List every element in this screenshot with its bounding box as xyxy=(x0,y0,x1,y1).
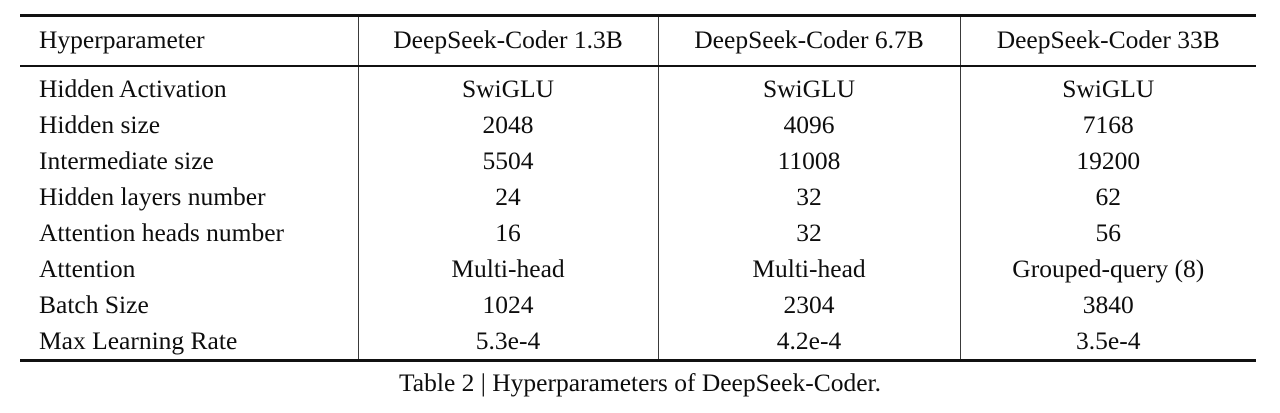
cell-attention-heads-number-1-3b: 16 xyxy=(357,215,658,251)
bottom-rule-cell xyxy=(960,359,1256,369)
table-bottom-rule xyxy=(20,359,1256,369)
cell-attention-heads-number-6-7b: 32 xyxy=(657,215,960,251)
table-header: Hyperparameter DeepSeek-Coder 1.3B DeepS… xyxy=(20,14,1256,66)
cell-hidden-activation-1-3b: SwiGLU xyxy=(357,64,658,107)
cell-max-learning-rate-33b: 3.5e-4 xyxy=(959,323,1256,361)
cell-max-learning-rate-1-3b: 5.3e-4 xyxy=(357,323,658,361)
cell-intermediate-size-1-3b: 5504 xyxy=(357,143,658,179)
row-label-max-learning-rate: Max Learning Rate xyxy=(39,326,238,356)
cell-batch-size-1-3b: 1024 xyxy=(357,287,658,323)
cell-hidden-size-33b: 7168 xyxy=(959,107,1256,143)
cell-max-learning-rate-6-7b: 4.2e-4 xyxy=(657,323,960,361)
row-label-hidden-layers-number: Hidden layers number xyxy=(39,182,266,212)
cell-hidden-layers-number-6-7b: 32 xyxy=(657,179,960,215)
table-row: Attention Multi-head Multi-head Grouped-… xyxy=(20,251,1256,287)
cell-attention-heads-number-33b: 56 xyxy=(959,215,1256,251)
row-label-batch-size: Batch Size xyxy=(39,290,149,320)
column-header-hyperparameter: Hyperparameter xyxy=(20,14,358,66)
row-label-intermediate-size: Intermediate size xyxy=(39,146,214,176)
table-row: Hidden size 2048 4096 7168 xyxy=(20,107,1256,143)
cell-batch-size-33b: 3840 xyxy=(959,287,1256,323)
table-row: Batch Size 1024 2304 3840 xyxy=(20,287,1256,323)
cell-attention-1-3b: Multi-head xyxy=(357,251,658,287)
cell-hidden-layers-number-33b: 62 xyxy=(959,179,1256,215)
table-row: Max Learning Rate 5.3e-4 4.2e-4 3.5e-4 xyxy=(20,323,1256,361)
cell-hidden-layers-number-1-3b: 24 xyxy=(357,179,658,215)
cell-hidden-size-6-7b: 4096 xyxy=(657,107,960,143)
row-label-attention-heads-number: Attention heads number xyxy=(39,218,285,248)
bottom-rule-cell xyxy=(20,359,358,369)
column-header-deepseek-coder-6-7b: DeepSeek-Coder 6.7B xyxy=(657,14,960,66)
table-caption: Table 2 | Hyperparameters of DeepSeek-Co… xyxy=(399,368,881,397)
cell-hidden-activation-6-7b: SwiGLU xyxy=(657,64,960,107)
row-label-attention: Attention xyxy=(39,254,136,284)
table-container: Hyperparameter DeepSeek-Coder 1.3B DeepS… xyxy=(20,14,1256,369)
table-body: Hidden Activation SwiGLU SwiGLU SwiGLU H… xyxy=(20,64,1256,369)
column-header-deepseek-coder-33b: DeepSeek-Coder 33B xyxy=(959,14,1256,66)
bottom-rule-cell xyxy=(358,359,658,369)
bottom-rule-cell xyxy=(658,359,960,369)
cell-intermediate-size-6-7b: 11008 xyxy=(657,143,960,179)
table-header-row: Hyperparameter DeepSeek-Coder 1.3B DeepS… xyxy=(20,14,1256,66)
cell-intermediate-size-33b: 19200 xyxy=(959,143,1256,179)
row-label-hidden-activation: Hidden Activation xyxy=(20,64,358,107)
table-row: Hidden layers number 24 32 62 xyxy=(20,179,1256,215)
cell-attention-33b: Grouped-query (8) xyxy=(959,251,1256,287)
cell-batch-size-6-7b: 2304 xyxy=(657,287,960,323)
cell-hidden-activation-33b: SwiGLU xyxy=(959,64,1256,107)
table-row: Intermediate size 5504 11008 19200 xyxy=(20,143,1256,179)
row-label-hidden-size: Hidden size xyxy=(39,110,161,140)
column-header-deepseek-coder-1-3b: DeepSeek-Coder 1.3B xyxy=(357,14,658,66)
cell-attention-6-7b: Multi-head xyxy=(657,251,960,287)
table-row: Hidden Activation SwiGLU SwiGLU SwiGLU xyxy=(20,64,1256,107)
hyperparameters-table: Hyperparameter DeepSeek-Coder 1.3B DeepS… xyxy=(20,14,1256,369)
cell-hidden-size-1-3b: 2048 xyxy=(357,107,658,143)
table-row: Attention heads number 16 32 56 xyxy=(20,215,1256,251)
